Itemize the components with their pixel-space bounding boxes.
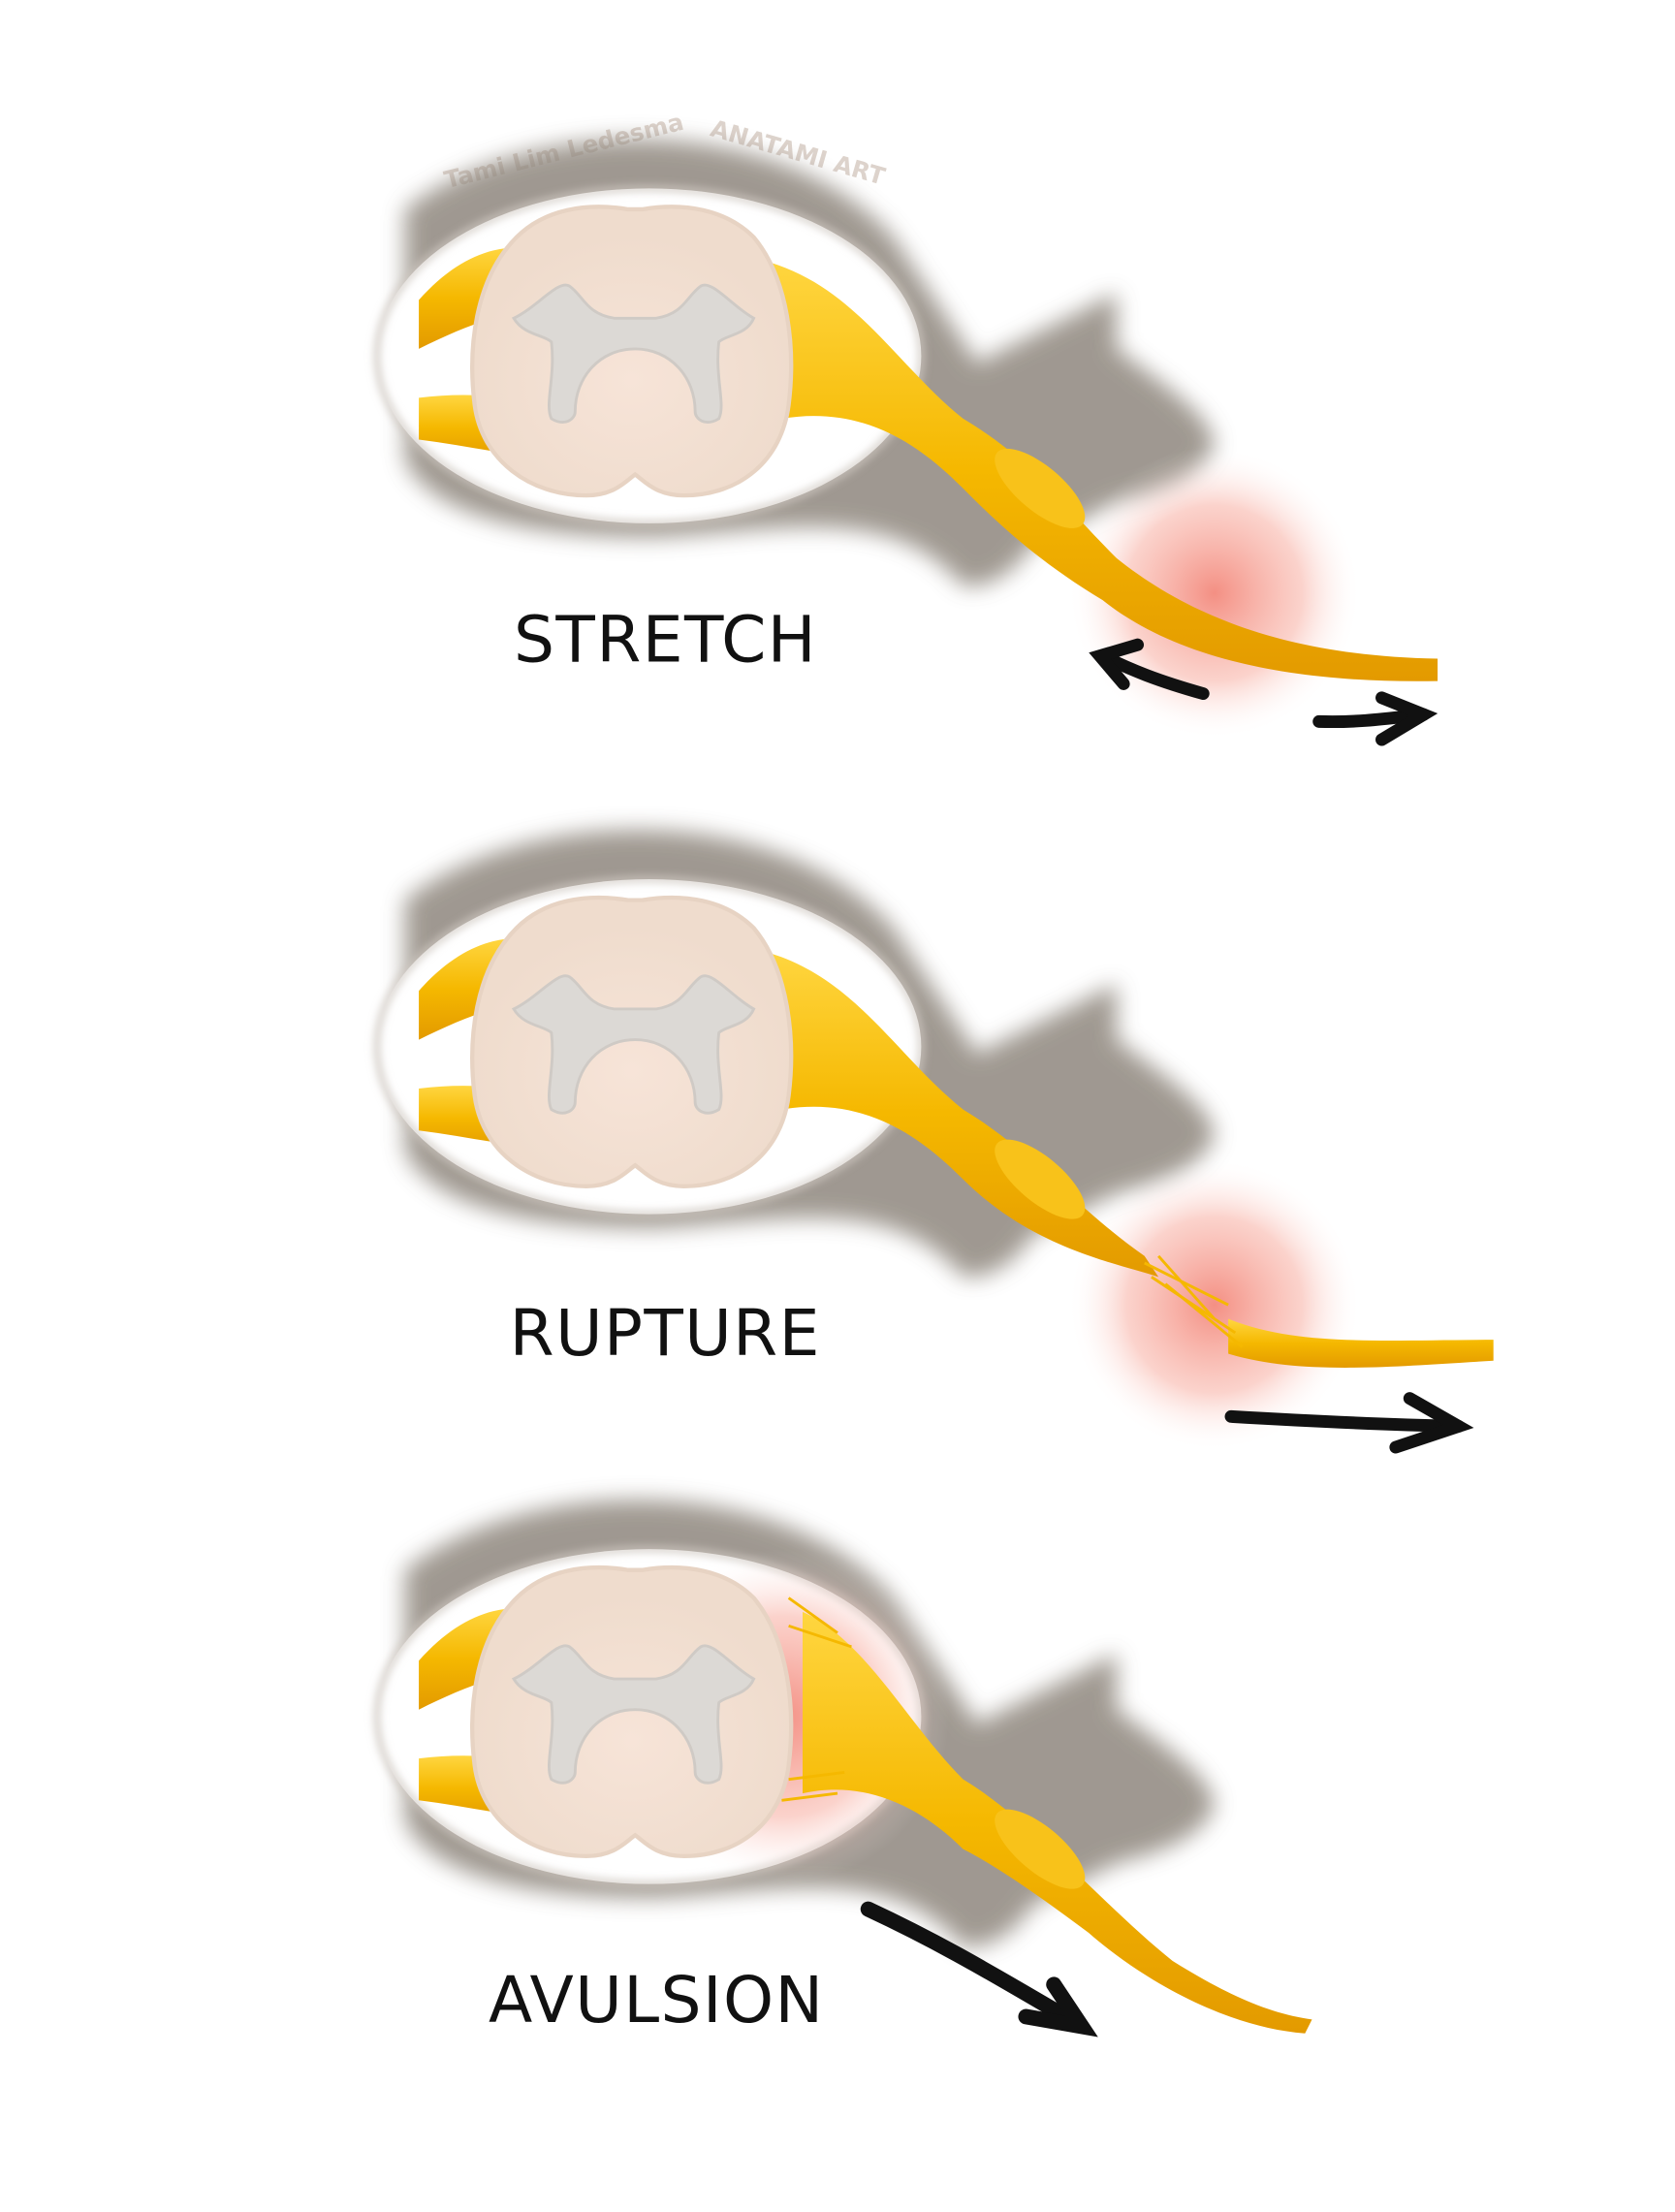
nerve-distal	[1228, 1318, 1494, 1368]
panel-label: STRETCH	[514, 602, 817, 677]
panel-label: RUPTURE	[510, 1296, 821, 1371]
panel-avulsion: AVULSION	[377, 1500, 1312, 2038]
nerve	[753, 258, 1438, 681]
arrow-left-icon	[1089, 638, 1210, 701]
nerve	[803, 1611, 1312, 2034]
arrow-right-icon	[1312, 691, 1438, 746]
frayed-fibers	[1144, 1254, 1244, 1348]
frayed-fibers	[781, 1596, 852, 1802]
arrow-right-icon	[1224, 1392, 1474, 1454]
ganglion	[995, 448, 1086, 528]
panel-stretch: STRETCH	[377, 140, 1438, 746]
injury-glow	[1067, 1157, 1361, 1452]
panel-label: AVULSION	[489, 1963, 824, 2038]
ganglion	[995, 1809, 1086, 1889]
spinal-cord	[472, 898, 791, 1186]
spinal-cord	[472, 206, 791, 495]
panel-rupture: RUPTURE	[377, 830, 1494, 1454]
spinal-cord	[472, 1567, 791, 1856]
arrow-down-right-icon	[860, 1901, 1098, 2038]
ganglion	[995, 1139, 1086, 1219]
